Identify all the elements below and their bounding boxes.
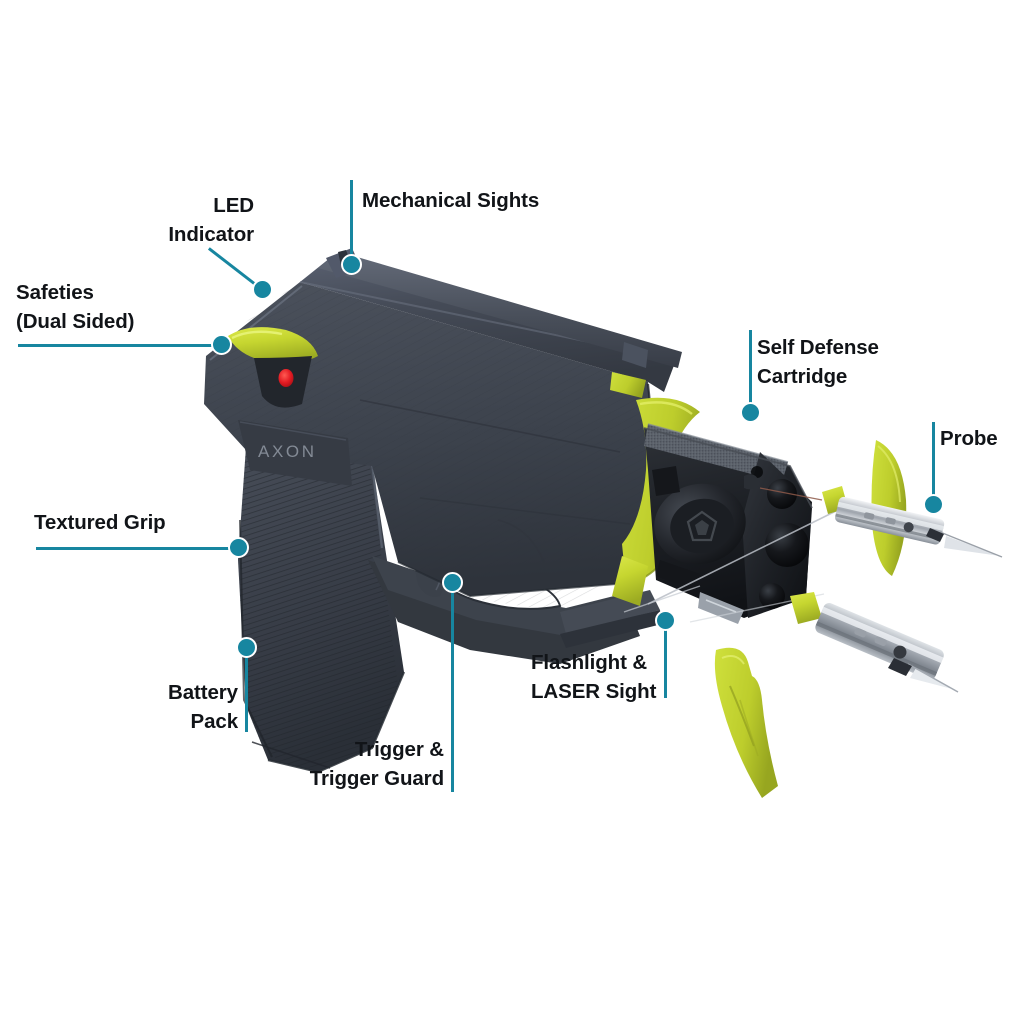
callout-dot-textured-grip[interactable] xyxy=(228,537,249,558)
callout-label-line: Safeties xyxy=(16,281,94,304)
callout-label-flashlight-and-laser-sight: Flashlight & LASER Sight xyxy=(531,648,656,706)
self-defense-cartridge-body xyxy=(643,423,813,624)
callout-dot-mechanical-sights[interactable] xyxy=(341,254,362,275)
callout-label-led-indicator: LED Indicator xyxy=(157,191,254,249)
probe-upper xyxy=(759,440,1003,576)
safety-switch xyxy=(228,327,318,364)
callout-label-trigger-and-trigger-guard: Trigger & Trigger Guard xyxy=(280,735,444,793)
callout-dot-battery-pack[interactable] xyxy=(236,637,257,658)
cartridge-bore-main xyxy=(765,523,809,567)
leader-line-mechanical-sights xyxy=(350,180,353,258)
cartridge-bore-lower xyxy=(759,583,785,609)
callout-dot-probe[interactable] xyxy=(923,494,944,515)
callout-label-line: (Dual Sided) xyxy=(16,310,135,333)
leader-line-flashlight-and-laser-sight xyxy=(664,626,667,698)
callout-label-line: LASER Sight xyxy=(531,680,657,703)
callout-label-line: Cartridge xyxy=(757,365,848,388)
callout-label-line: Self Defense xyxy=(757,336,879,359)
callout-label-line: Flashlight & xyxy=(531,651,648,674)
probe-lower xyxy=(714,592,959,798)
leader-line-trigger-and-trigger-guard xyxy=(451,588,454,792)
callout-dot-safeties[interactable] xyxy=(211,334,232,355)
callout-label-line: Probe xyxy=(940,427,998,450)
callout-dot-flashlight-and-laser-sight[interactable] xyxy=(655,610,676,631)
callout-label-mechanical-sights: Mechanical Sights xyxy=(362,186,539,215)
callout-label-line: Indicator xyxy=(168,223,254,246)
cartridge-bore-upper xyxy=(767,479,797,509)
leader-line-self-defense-cartridge xyxy=(749,330,752,408)
leader-line-safeties xyxy=(18,344,220,347)
callout-dot-led-indicator[interactable] xyxy=(252,279,273,300)
callout-label-line: Trigger & xyxy=(354,738,444,761)
leader-line-textured-grip xyxy=(36,547,236,550)
callout-label-probe: Probe xyxy=(940,424,998,453)
axon-brand-text: AXON xyxy=(258,442,317,461)
callout-dot-self-defense-cartridge[interactable] xyxy=(740,402,761,423)
callout-label-textured-grip: Textured Grip xyxy=(34,508,166,537)
callout-label-line: Battery xyxy=(168,681,238,704)
leader-line-probe xyxy=(932,422,935,500)
callout-label-line: Trigger Guard xyxy=(309,767,444,790)
callout-dot-trigger-and-trigger-guard[interactable] xyxy=(442,572,463,593)
callout-label-safeties: Safeties (Dual Sided) xyxy=(16,278,134,336)
led-indicator-light xyxy=(278,369,294,387)
callout-label-line: LED xyxy=(213,194,254,217)
axon-pentagon-logo xyxy=(686,510,718,542)
grip-and-battery xyxy=(238,445,406,774)
callout-label-line: Pack xyxy=(190,710,239,733)
callout-label-line: Mechanical Sights xyxy=(362,189,540,212)
leader-line-battery-pack xyxy=(245,652,248,732)
callout-label-line: Textured Grip xyxy=(34,511,166,534)
